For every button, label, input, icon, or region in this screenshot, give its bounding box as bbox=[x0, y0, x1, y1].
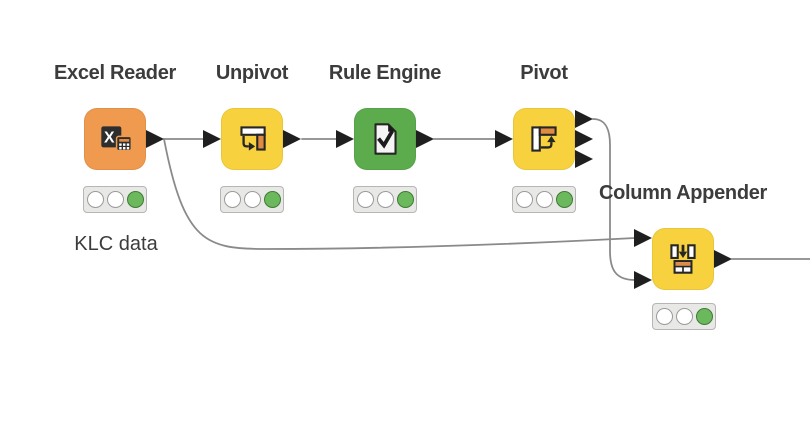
svg-text:X: X bbox=[104, 130, 115, 147]
node-rule-engine[interactable] bbox=[354, 108, 416, 170]
status-light-idle bbox=[515, 191, 533, 208]
rule-engine-output-port[interactable] bbox=[416, 130, 434, 148]
excel-reader-status-traffic-light bbox=[83, 186, 147, 213]
status-light-idle bbox=[655, 308, 673, 325]
rule-engine-input-port[interactable] bbox=[336, 130, 354, 148]
column-appender-status-traffic-light bbox=[652, 303, 716, 330]
node-column-appender[interactable] bbox=[652, 228, 714, 290]
status-light-executed bbox=[396, 191, 414, 208]
column-appender-input-port-2[interactable] bbox=[634, 271, 652, 289]
rule-engine-status-traffic-light bbox=[353, 186, 417, 213]
node-label-excel-reader: Excel Reader bbox=[53, 62, 177, 84]
node-label-column-appender: Column Appender bbox=[598, 182, 768, 204]
excel-reader-icon: X bbox=[101, 126, 133, 152]
status-light-configured bbox=[535, 191, 553, 208]
status-light-executed bbox=[555, 191, 573, 208]
status-light-configured bbox=[675, 308, 693, 325]
column-appender-icon bbox=[670, 244, 696, 274]
node-pivot[interactable] bbox=[513, 108, 575, 170]
unpivot-output-port[interactable] bbox=[283, 130, 301, 148]
status-light-idle bbox=[356, 191, 374, 208]
pivot-status-traffic-light bbox=[512, 186, 576, 213]
node-excel-reader[interactable]: X bbox=[84, 108, 146, 170]
pivot-input-port[interactable] bbox=[495, 130, 513, 148]
status-light-idle bbox=[86, 191, 104, 208]
status-light-idle bbox=[223, 191, 241, 208]
connection-pivot-to-column-appender[interactable] bbox=[592, 118, 636, 281]
status-light-configured bbox=[376, 191, 394, 208]
status-light-executed bbox=[695, 308, 713, 325]
status-light-executed bbox=[263, 191, 281, 208]
pivot-output-port-2[interactable] bbox=[575, 130, 593, 148]
unpivot-input-port[interactable] bbox=[203, 130, 221, 148]
pivot-output-port-1[interactable] bbox=[575, 110, 593, 128]
node-label-pivot: Pivot bbox=[520, 62, 568, 84]
column-appender-input-port-1[interactable] bbox=[634, 229, 652, 247]
node-label-unpivot: Unpivot bbox=[215, 62, 289, 84]
status-light-configured bbox=[243, 191, 261, 208]
excel-reader-output-port[interactable] bbox=[146, 130, 164, 148]
pivot-output-port-3[interactable] bbox=[575, 150, 593, 168]
unpivot-icon bbox=[240, 126, 266, 151]
node-unpivot[interactable] bbox=[221, 108, 283, 170]
unpivot-status-traffic-light bbox=[220, 186, 284, 213]
status-light-configured bbox=[106, 191, 124, 208]
node-annotation-klc-data[interactable]: KLC data bbox=[74, 233, 158, 255]
connection-excel-reader-to-column-appender[interactable] bbox=[163, 138, 636, 250]
rule-engine-icon bbox=[374, 123, 397, 155]
column-appender-output-port[interactable] bbox=[714, 250, 732, 268]
status-light-executed bbox=[126, 191, 144, 208]
pivot-icon bbox=[531, 126, 557, 152]
node-label-rule-engine: Rule Engine bbox=[328, 62, 442, 84]
